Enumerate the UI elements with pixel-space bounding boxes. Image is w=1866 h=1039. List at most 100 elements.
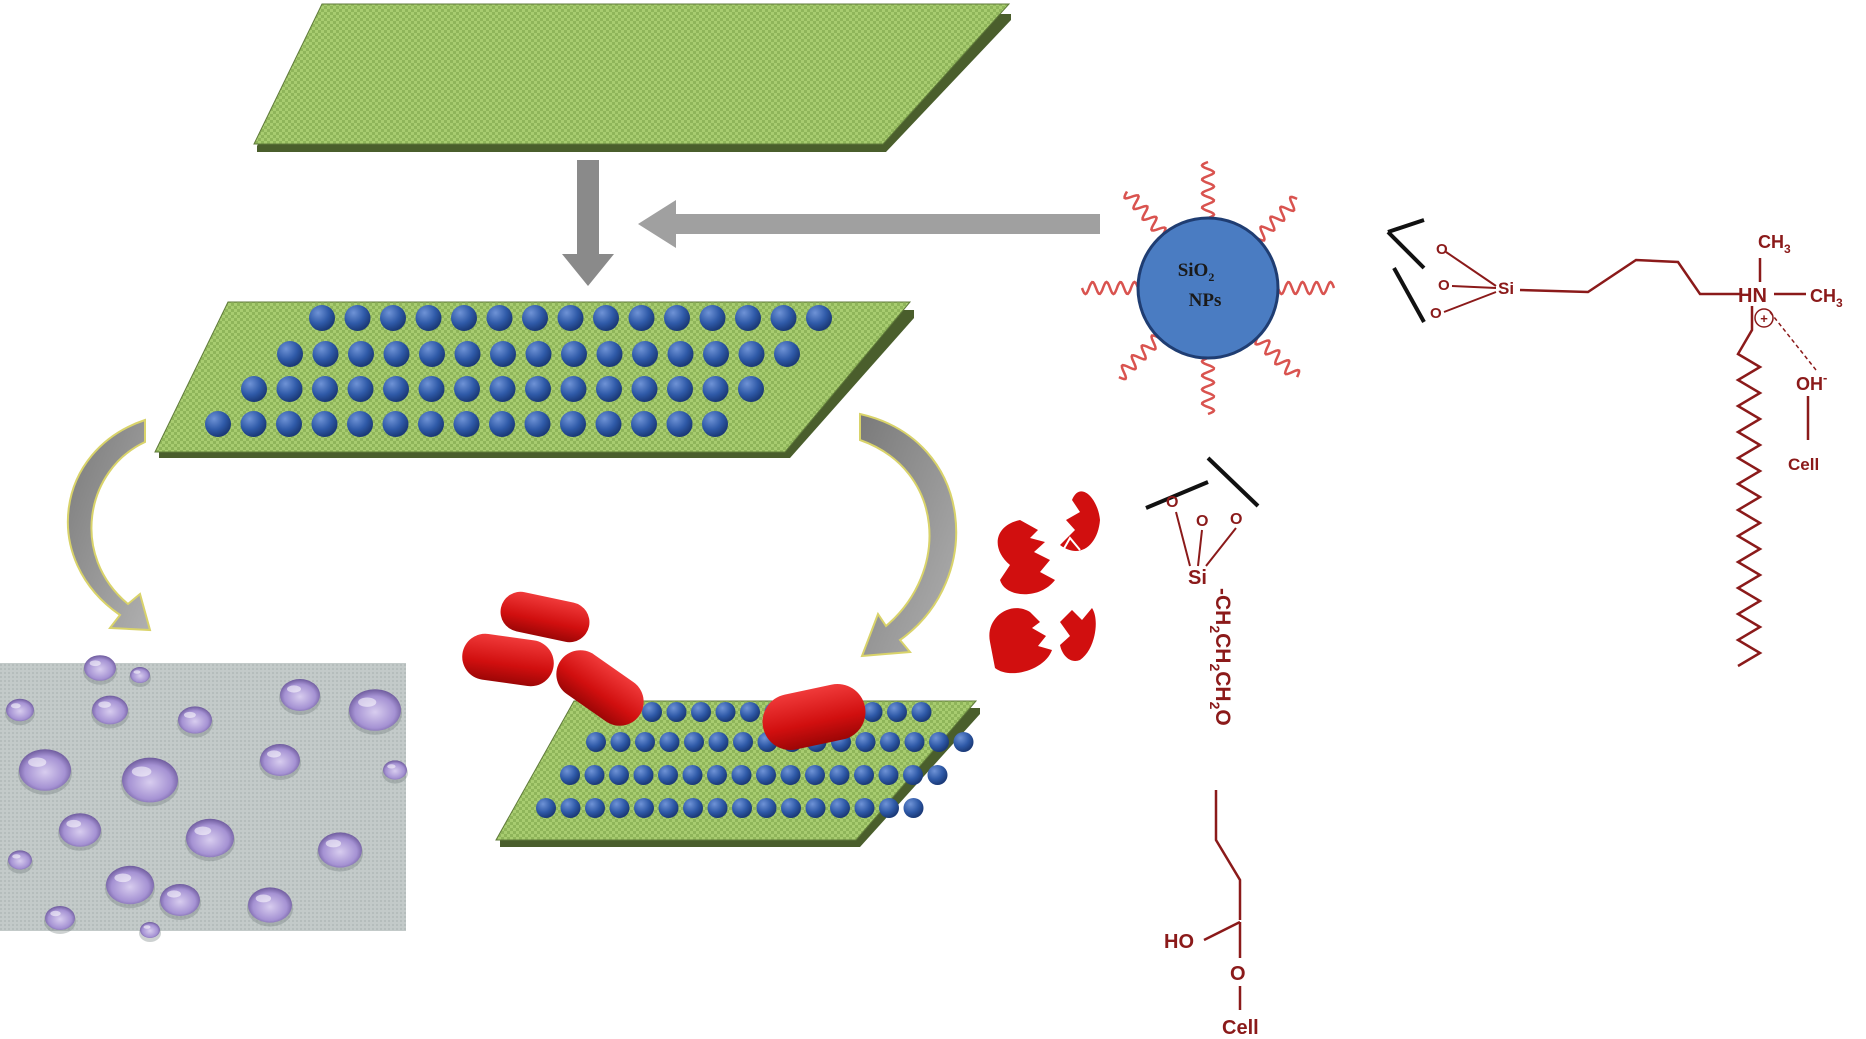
nanoparticle bbox=[658, 798, 679, 818]
nanoparticle bbox=[454, 376, 480, 402]
nanoparticle bbox=[732, 798, 752, 818]
nanoparticle bbox=[756, 798, 777, 818]
nanoparticle bbox=[596, 341, 623, 367]
nanoparticle bbox=[904, 732, 925, 752]
water-droplet bbox=[178, 706, 212, 734]
nanoparticle bbox=[312, 341, 339, 367]
water-droplet bbox=[45, 906, 75, 930]
water-droplet bbox=[19, 749, 71, 791]
oh-label: OH bbox=[1796, 374, 1823, 394]
nanoparticle bbox=[451, 305, 477, 331]
o-label: O bbox=[1166, 494, 1178, 511]
water-repellent-fabric-photo bbox=[0, 655, 408, 942]
nanoparticle bbox=[740, 702, 760, 722]
ch3-right-label: CH bbox=[1810, 286, 1836, 306]
nanoparticle bbox=[560, 798, 581, 818]
ligand-chain bbox=[1080, 280, 1140, 296]
nanoparticle bbox=[415, 305, 442, 331]
svg-text:CH3: CH3 bbox=[1758, 232, 1791, 256]
propyl-chain-label: -CH2CH2CH2O bbox=[1207, 588, 1234, 726]
nanoparticle bbox=[382, 411, 409, 437]
water-droplet bbox=[140, 922, 160, 938]
nanoparticle bbox=[489, 376, 516, 402]
alkyl-chain bbox=[1735, 306, 1763, 668]
ho-label: HO bbox=[1164, 931, 1194, 953]
nanoparticle bbox=[631, 376, 658, 402]
nanoparticle bbox=[667, 376, 693, 402]
nanoparticle bbox=[805, 765, 825, 785]
water-droplet bbox=[59, 813, 101, 847]
nanoparticle bbox=[774, 341, 800, 367]
nanoparticle bbox=[879, 798, 899, 818]
left-arrow bbox=[638, 200, 1100, 248]
nanoparticle bbox=[240, 411, 267, 437]
nanoparticle bbox=[635, 732, 655, 752]
nanoparticle bbox=[277, 341, 303, 367]
nanoparticle bbox=[634, 798, 654, 818]
svg-text:CH3: CH3 bbox=[1810, 286, 1843, 310]
nanoparticle bbox=[707, 765, 727, 785]
np-label-sub: 2 bbox=[1208, 270, 1214, 284]
nanoparticle bbox=[682, 765, 703, 785]
nanoparticle bbox=[560, 411, 586, 437]
water-droplet bbox=[160, 884, 200, 916]
cell-label: Cell bbox=[1222, 1017, 1259, 1039]
water-droplet bbox=[260, 744, 300, 776]
ligand-chain bbox=[1200, 160, 1216, 220]
nanoparticle bbox=[595, 411, 622, 437]
o-label: O bbox=[1436, 241, 1448, 258]
nanoparticle bbox=[347, 411, 373, 437]
ligand-chain bbox=[1118, 334, 1160, 381]
nanoparticle bbox=[241, 376, 267, 402]
nanoparticle bbox=[903, 765, 923, 785]
water-droplet bbox=[280, 679, 320, 711]
bacterium bbox=[762, 684, 866, 750]
nanoparticle bbox=[490, 341, 516, 367]
nanoparticle bbox=[735, 305, 761, 331]
nanoparticle bbox=[560, 376, 587, 402]
nanoparticle bbox=[205, 411, 231, 437]
nanoparticle bbox=[664, 305, 690, 331]
top-substrate bbox=[253, 3, 1011, 152]
nanoparticle-layer bbox=[205, 305, 832, 437]
nanoparticle bbox=[383, 376, 409, 402]
svg-text:OH-: OH- bbox=[1796, 370, 1827, 394]
water-droplet bbox=[8, 850, 32, 870]
nanoparticle bbox=[525, 376, 551, 402]
nanoparticle bbox=[666, 702, 687, 722]
nanoparticle bbox=[628, 305, 655, 331]
water-droplets bbox=[5, 655, 408, 942]
ligand-chain bbox=[1254, 336, 1301, 378]
o-label: O bbox=[1430, 305, 1442, 322]
ch3-top-label: CH bbox=[1758, 232, 1784, 252]
nanoparticle bbox=[276, 376, 303, 402]
nanoparticle bbox=[731, 765, 752, 785]
si-label: Si bbox=[1498, 279, 1514, 298]
np-label-line1: SiO bbox=[1178, 260, 1209, 281]
nanoparticle bbox=[584, 765, 605, 785]
nanoparticle bbox=[756, 765, 776, 785]
nanoparticle bbox=[348, 341, 374, 367]
nanoparticle-core bbox=[1136, 216, 1280, 360]
nanoparticle bbox=[667, 341, 694, 367]
nanoparticle bbox=[524, 411, 551, 437]
nanoparticle bbox=[854, 765, 874, 785]
water-droplet bbox=[84, 655, 116, 681]
nanoparticle bbox=[586, 732, 606, 752]
bacterium bbox=[500, 591, 590, 643]
nanoparticle bbox=[878, 765, 899, 785]
nanoparticle bbox=[707, 798, 728, 818]
nanoparticle bbox=[560, 765, 580, 785]
o-label: O bbox=[1230, 511, 1242, 528]
nanoparticle bbox=[702, 411, 728, 437]
nanoparticle bbox=[522, 305, 548, 331]
water-droplet bbox=[349, 689, 401, 731]
down-arrow bbox=[562, 160, 614, 286]
nanoparticle bbox=[903, 798, 924, 818]
nanoparticle bbox=[658, 765, 678, 785]
nanoparticle bbox=[733, 732, 753, 752]
nanoparticle bbox=[631, 411, 657, 437]
nanoparticle bbox=[596, 376, 622, 402]
ruptured-bacteria bbox=[989, 491, 1100, 674]
nanoparticle bbox=[561, 341, 587, 367]
